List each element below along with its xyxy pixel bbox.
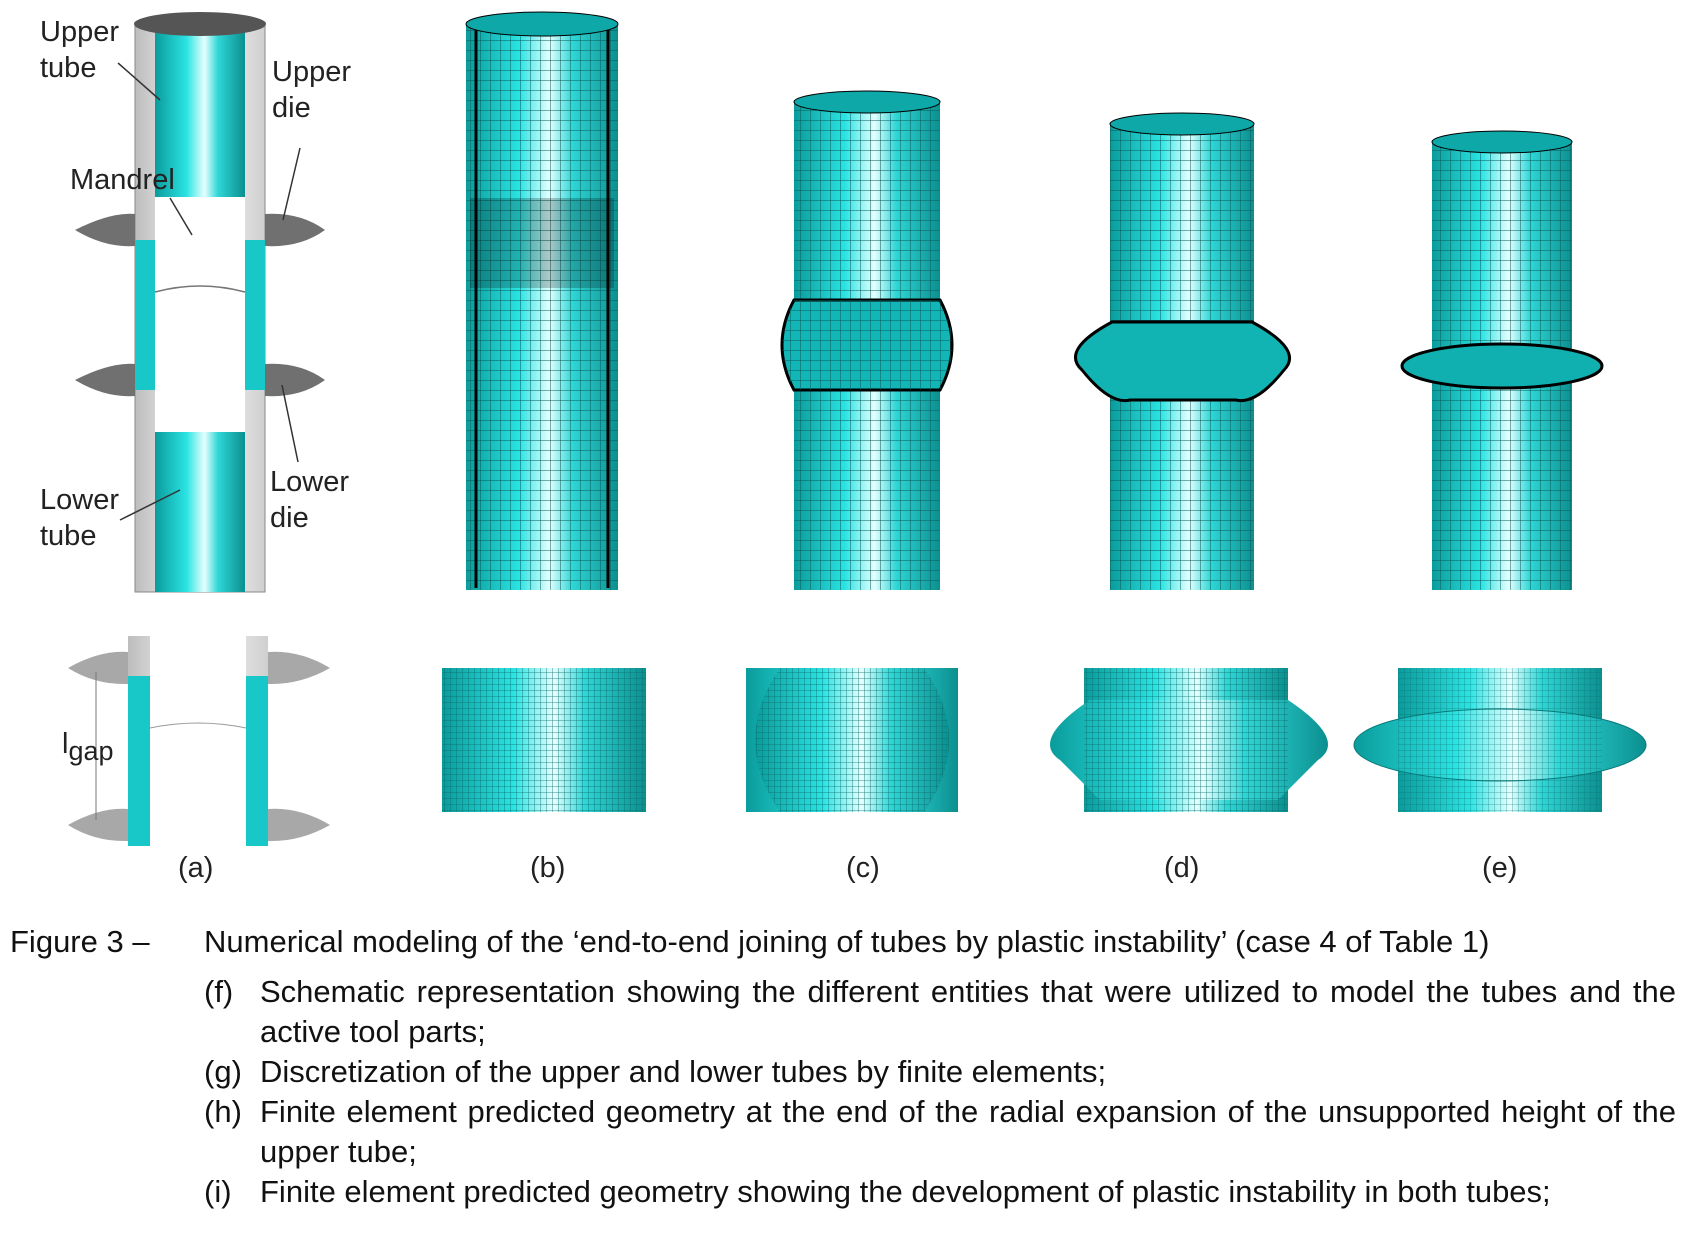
panel-label-a: (a) (178, 852, 214, 884)
gap-lower-die-left (68, 808, 128, 842)
panel-label-e: (e) (1482, 852, 1518, 884)
gap-upper-die-right (268, 651, 330, 685)
label-lower-tube: Lower tube (40, 484, 119, 552)
figure-graphics (68, 11, 1647, 846)
caption-list: (f) Schematic representation showing the … (204, 972, 1676, 1212)
leader-lower-die (281, 384, 299, 463)
panel-b-mesh (442, 11, 646, 812)
panel-label-c: (c) (846, 852, 880, 884)
gap-upper-die-left (68, 651, 128, 685)
lower-die-right (265, 363, 325, 397)
caption-item-text: Finite element predicted geometry at the… (260, 1094, 1676, 1169)
e-ring (1400, 342, 1604, 390)
panel-a-gap-detail (68, 636, 330, 846)
lower-die-left (75, 363, 135, 397)
mandrel-seam (154, 285, 246, 293)
l-gap-sub: gap (68, 735, 114, 766)
d-fold (1074, 320, 1291, 403)
panel-d-mesh (1050, 112, 1328, 812)
tube-top-opening (134, 12, 266, 36)
c-detail-mesh (755, 668, 949, 812)
e-detail-mesh (1398, 668, 1602, 812)
upper-tube-left-wall (135, 240, 155, 390)
gap-lower-die-right (268, 808, 330, 842)
label-upper-die: Upper die (272, 56, 351, 124)
upper-tube-right-wall (245, 240, 265, 390)
caption-item-marker: (i) (204, 1174, 232, 1209)
lower-tube-inner (155, 432, 245, 592)
gap-left-wall (128, 676, 150, 846)
panel-label-d: (d) (1164, 852, 1200, 884)
l-gap-main: l (62, 728, 69, 760)
label-mandrel: Mandrel (70, 164, 175, 196)
caption-item: (h) Finite element predicted geometry at … (204, 1092, 1676, 1172)
gap-mandrel (150, 636, 246, 846)
b-detail-mesh (442, 668, 646, 812)
caption-item-text: Finite element predicted geometry showin… (260, 1174, 1551, 1209)
caption-item: (g) Discretization of the upper and lower… (204, 1052, 1676, 1092)
caption-figure-label: Figure 3 – (10, 924, 150, 959)
b-top-rim (465, 11, 619, 37)
leader-mandrel (169, 197, 193, 236)
upper-die-left (75, 213, 135, 247)
caption-item-marker: (h) (204, 1094, 242, 1129)
e-top-rim (1431, 130, 1573, 154)
leader-upper-tube (117, 62, 161, 101)
label-lower-die: Lower die (270, 466, 349, 534)
panel-e-mesh (1353, 130, 1647, 812)
panel-label-b: (b) (530, 852, 566, 884)
c-top-rim (793, 90, 941, 114)
panel-c-mesh (746, 90, 958, 812)
panel-a-schematic (75, 12, 325, 593)
caption-title: Numerical modeling of the ‘end-to-end jo… (204, 924, 1490, 959)
gap-right-wall (246, 676, 268, 846)
mandrel-body (155, 197, 245, 432)
label-upper-tube: Upper tube (40, 16, 119, 84)
b-tube-mesh (466, 22, 618, 590)
caption-item-text: Discretization of the upper and lower tu… (260, 1054, 1107, 1089)
figure-3: Upper tube Upper die Mandrel Lower tube … (40, 11, 1647, 884)
d-detail-mesh (1084, 668, 1288, 812)
label-l-gap: lgap (62, 726, 114, 769)
leader-upper-die (282, 147, 301, 221)
d-top-rim (1109, 112, 1255, 136)
caption-item: (f) Schematic representation showing the … (204, 972, 1676, 1052)
gap-seam (149, 722, 247, 729)
caption-item-marker: (f) (204, 974, 234, 1009)
upper-die-right (265, 213, 325, 247)
upper-tube-inner (155, 22, 245, 197)
caption-item-text: Schematic representation showing the dif… (260, 974, 1676, 1049)
b-overlap-zone (470, 198, 614, 288)
caption-item-marker: (g) (204, 1054, 242, 1089)
c-bulge-mesh (782, 300, 952, 390)
leader-lower-tube (119, 489, 181, 521)
caption-item: (i) Finite element predicted geometry sho… (204, 1172, 1676, 1212)
